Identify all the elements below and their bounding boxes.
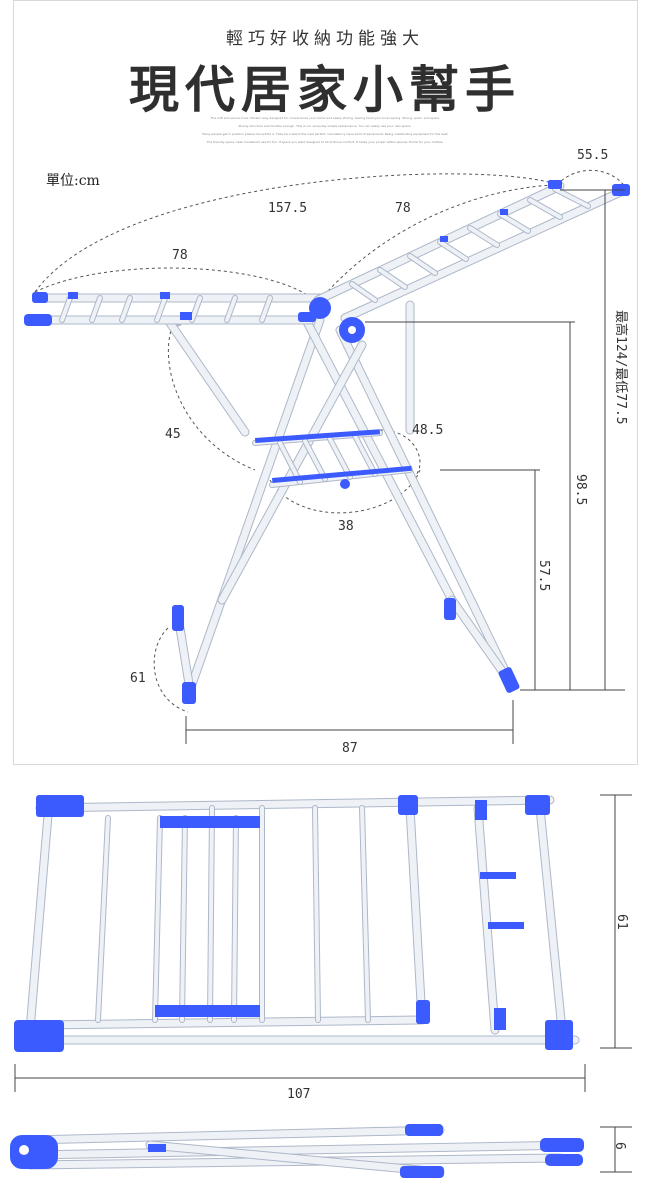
dim-label-shelf-width: 48.5 xyxy=(412,423,443,438)
hinge-joint xyxy=(10,1135,58,1169)
blurb-line: Many people get in position please house… xyxy=(202,132,448,136)
dim-label-top-height: 98.5 xyxy=(573,474,588,505)
unit-label: 單位:cm xyxy=(46,173,100,189)
rack-unfolded: 157.5 78 78 55.5 45 48.5 38 61 87 最高124/… xyxy=(24,148,630,756)
blurb-line: The soft and secure lines. Modern way de… xyxy=(210,116,440,120)
dim-label-shelf-height: 57.5 xyxy=(536,560,551,591)
product-panel xyxy=(13,0,638,765)
blurb-line: The friendly space clean household use f… xyxy=(206,140,444,144)
foot-cap xyxy=(498,667,520,693)
foot-cap xyxy=(444,598,456,620)
dim-curve-foot xyxy=(153,627,189,713)
dim-label-height-range: 最高124/最低77.5 xyxy=(613,310,629,425)
dim-label-right-wing: 78 xyxy=(395,201,411,216)
product-title: 現代居家小幫手 xyxy=(129,60,521,119)
rack-folded-side: 6 xyxy=(10,1124,632,1178)
dim-label-shelf-depth: 38 xyxy=(338,519,354,534)
dim-label-folded-height: 61 xyxy=(614,914,629,930)
foot-cap xyxy=(182,682,196,704)
dim-label-leg-span: 45 xyxy=(165,427,181,442)
dim-label-folded-thickness: 6 xyxy=(612,1142,627,1150)
dim-curve-wing-width xyxy=(556,169,627,189)
dim-curve-left-wing xyxy=(34,267,321,306)
dim-label-folded-length: 107 xyxy=(287,1087,310,1102)
dim-curve-total xyxy=(34,173,553,293)
rack-folded-top: 61 107 xyxy=(14,794,632,1102)
dim-label-total-width: 157.5 xyxy=(268,201,307,216)
blurb-line: Sturdy structure and durable enough. Thi… xyxy=(238,124,412,128)
product-subtitle: 輕巧好收納功能強大 xyxy=(226,29,424,49)
dim-label-base-width: 87 xyxy=(342,741,358,756)
dim-label-left-wing: 78 xyxy=(172,248,188,263)
dim-label-wing-width: 55.5 xyxy=(577,148,608,163)
foot-cap xyxy=(172,605,184,631)
dim-curve-shelf-depth xyxy=(269,469,421,514)
dim-label-foot-depth: 61 xyxy=(130,671,146,686)
